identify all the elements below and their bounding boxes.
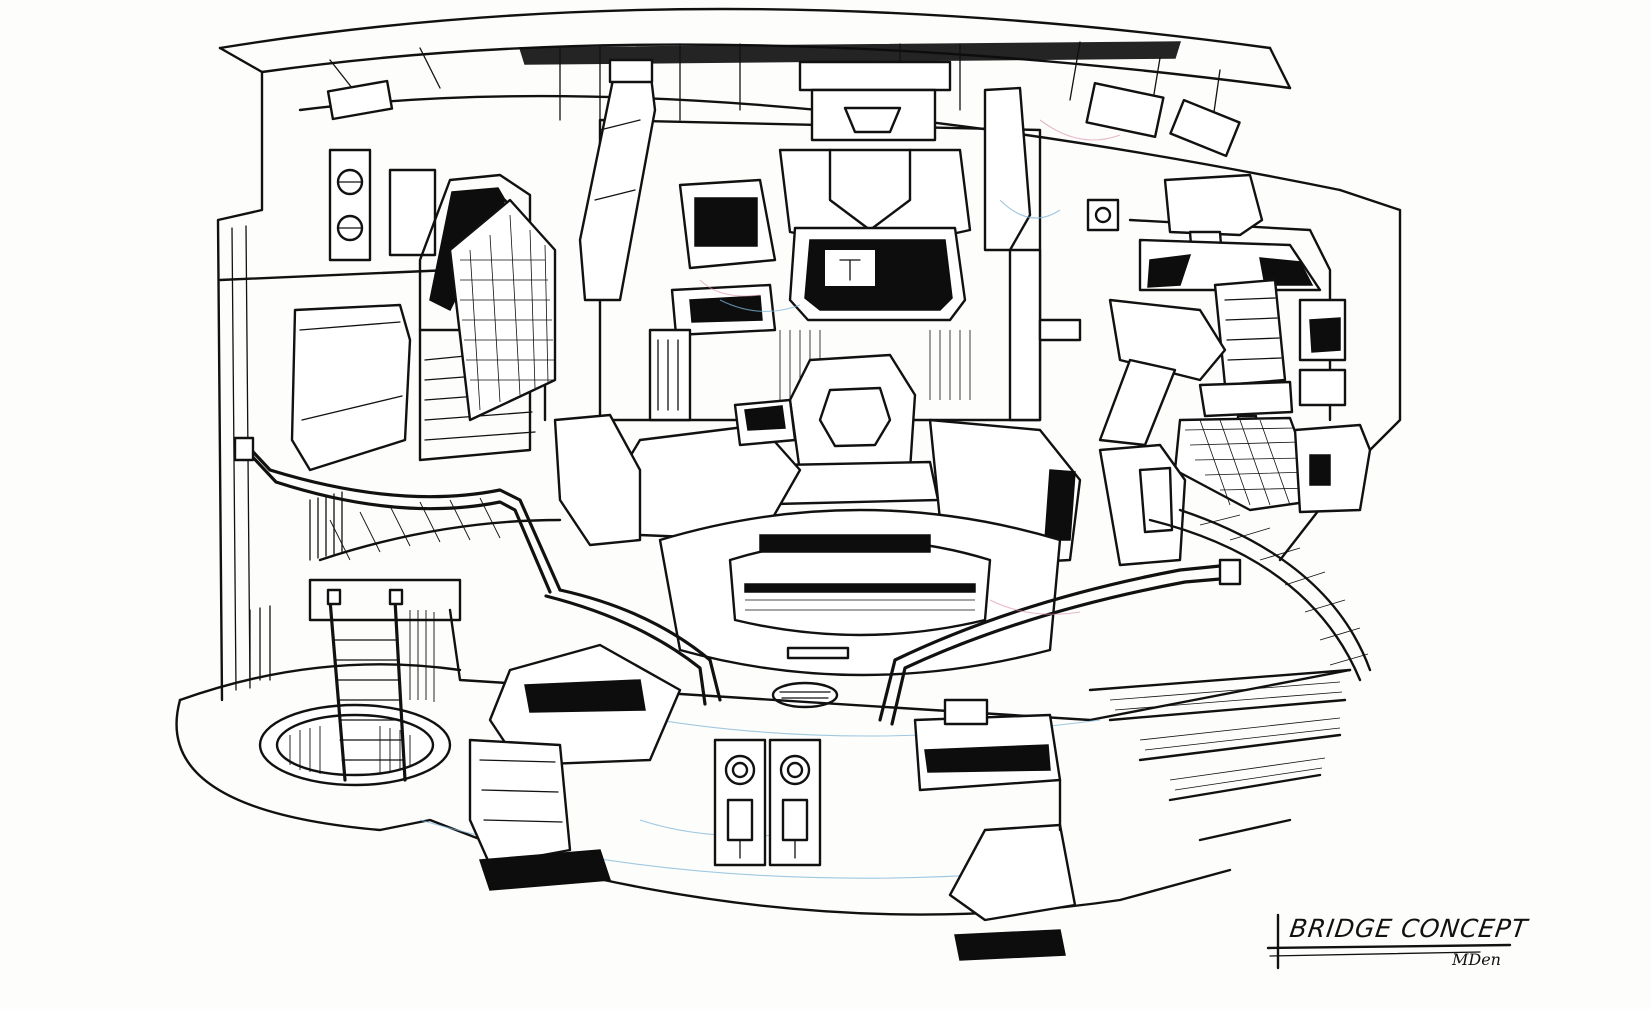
side-console	[1293, 423, 1372, 514]
caption-block: BRIDGE CONCEPT MDen	[1272, 912, 1532, 972]
signature-flourish	[1266, 913, 1512, 970]
right-pylon	[983, 86, 1032, 252]
left-crew-chair	[553, 413, 642, 547]
front-right-chair	[948, 823, 1077, 922]
ceiling-ring	[218, 7, 1342, 192]
ceiling-panels	[326, 41, 1241, 158]
overhead-monitor	[1163, 173, 1264, 237]
left-pylon	[578, 66, 657, 302]
right-alcove	[1098, 173, 1402, 562]
ceiling-ribs	[518, 41, 1182, 121]
artist-signature: MDen	[1452, 950, 1501, 969]
hex-wall-panel	[290, 303, 412, 472]
front-left-chair	[468, 738, 572, 867]
captain-chair	[788, 353, 917, 474]
helm-chair	[1213, 278, 1287, 387]
ladder	[328, 598, 407, 782]
wall-vent-panel	[328, 148, 372, 262]
ceiling-emitter	[798, 60, 952, 92]
railings	[233, 436, 1242, 726]
floor-hatch	[258, 703, 452, 787]
stair-doorway	[418, 173, 557, 462]
front-stations	[468, 643, 1077, 961]
caption-title: BRIDGE CONCEPT	[1287, 914, 1530, 943]
ladder-hatch	[258, 588, 452, 787]
left-wall	[216, 70, 452, 702]
back-wall	[578, 58, 1121, 422]
